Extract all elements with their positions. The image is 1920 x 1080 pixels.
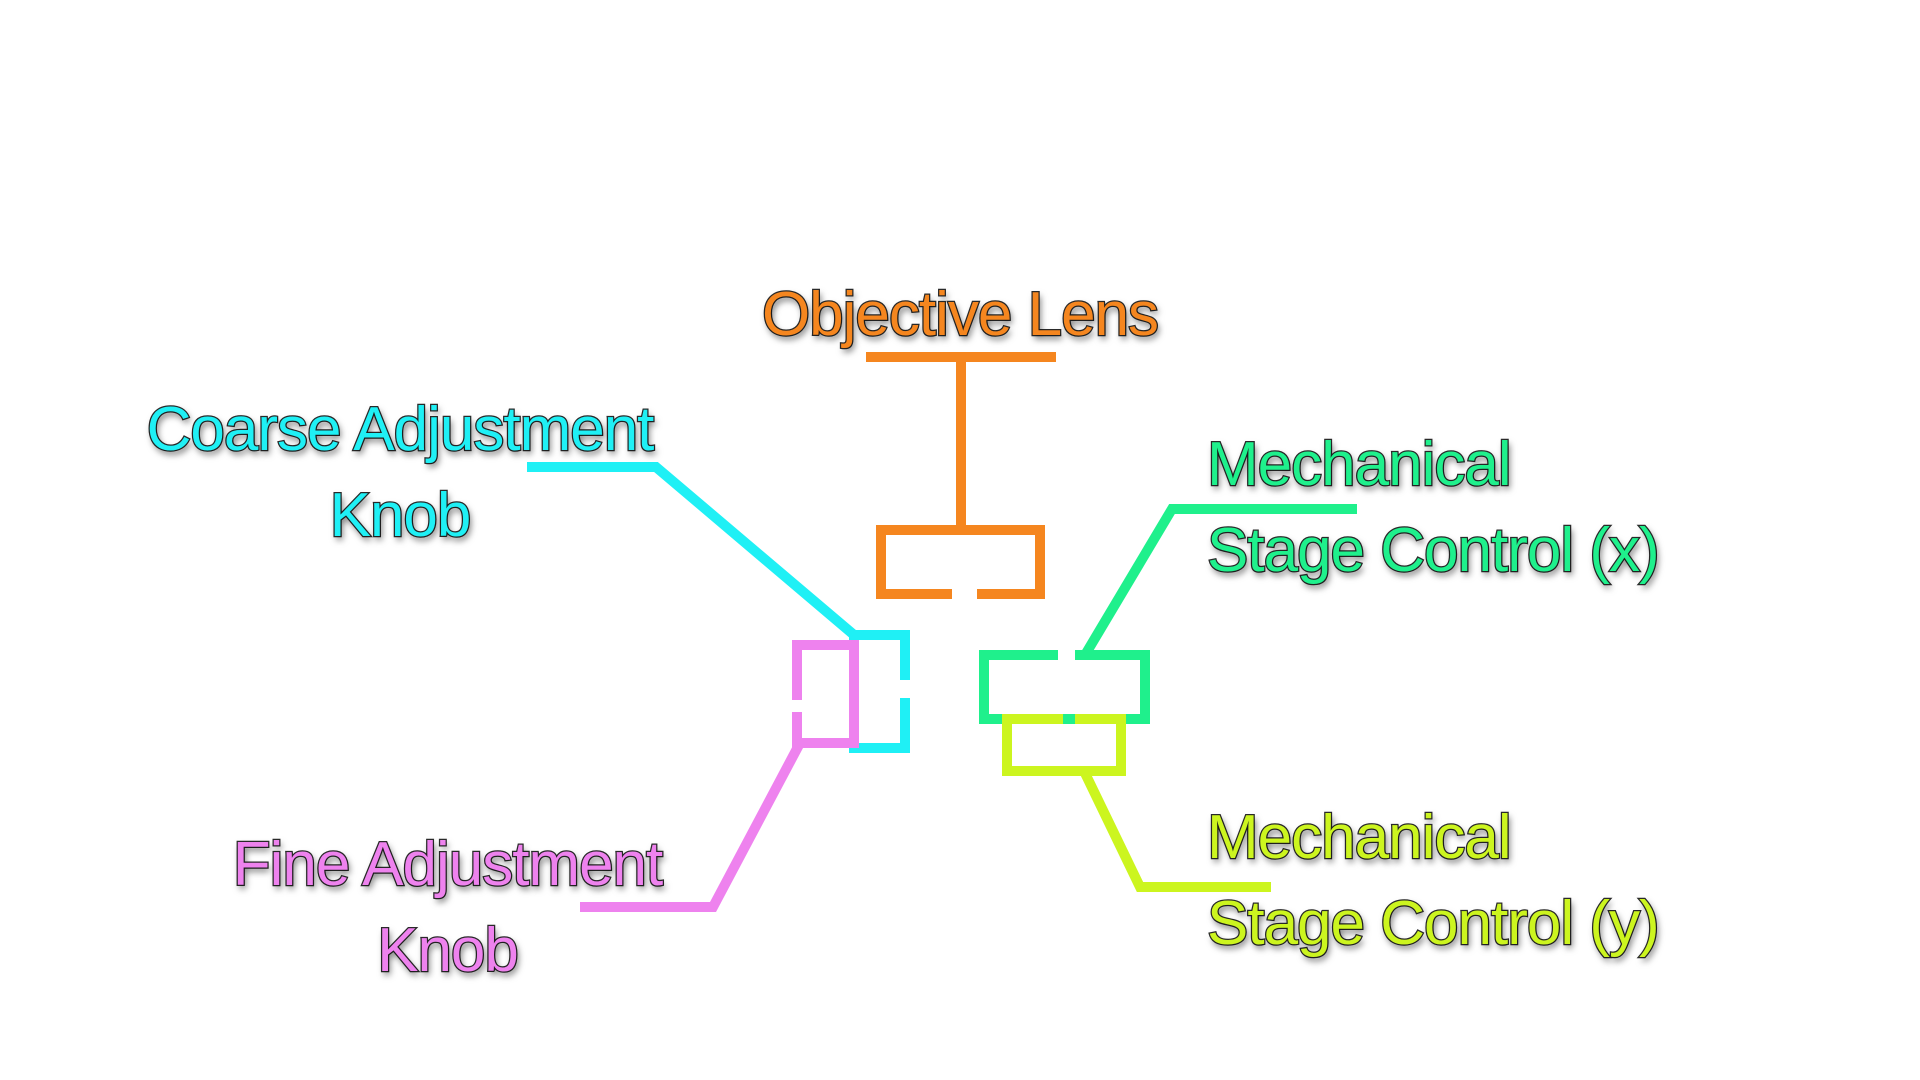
coarse-adjustment-box bbox=[849, 630, 910, 753]
stage-control-y-label: Mechanical Stage Control (y) bbox=[1206, 795, 1807, 967]
objective-lens-text: Objective Lens bbox=[761, 279, 1161, 351]
coarse-adjustment-leader bbox=[527, 462, 858, 639]
stage-control-y-box bbox=[1002, 714, 1126, 776]
fine-adjustment-line2: Knob bbox=[376, 915, 520, 987]
stage-control-y-line1: Mechanical bbox=[1206, 802, 1513, 874]
stage-control-x-box bbox=[979, 650, 1150, 724]
objective-lens-label: Objective Lens bbox=[700, 272, 1220, 358]
fine-adjustment-knob-label: Fine Adjustment Knob bbox=[150, 822, 745, 994]
fine-adjustment-box bbox=[792, 640, 859, 748]
stage-control-x-line2: Stage Control (x) bbox=[1206, 515, 1661, 587]
fine-adjustment-leader bbox=[580, 740, 805, 912]
stage-control-x-leader bbox=[1080, 504, 1357, 658]
stage-control-y-line2: Stage Control (y) bbox=[1206, 888, 1661, 960]
stage-control-x-line1: Mechanical bbox=[1206, 429, 1513, 501]
fine-adjustment-line1: Fine Adjustment bbox=[231, 829, 664, 901]
coarse-adjustment-line2: Knob bbox=[328, 480, 472, 552]
objective-lens-box bbox=[876, 525, 1045, 599]
stage-control-x-label: Mechanical Stage Control (x) bbox=[1206, 422, 1807, 594]
stage-control-y-pointer bbox=[1002, 714, 1271, 892]
coarse-adjustment-line1: Coarse Adjustment bbox=[145, 394, 655, 466]
stage-control-x-pointer bbox=[979, 504, 1357, 724]
stage-control-y-leader bbox=[1079, 768, 1271, 892]
objective-lens-pointer bbox=[866, 352, 1056, 599]
fine-adjustment-knob-pointer bbox=[580, 640, 859, 912]
coarse-adjustment-knob-label: Coarse Adjustment Knob bbox=[80, 387, 720, 559]
